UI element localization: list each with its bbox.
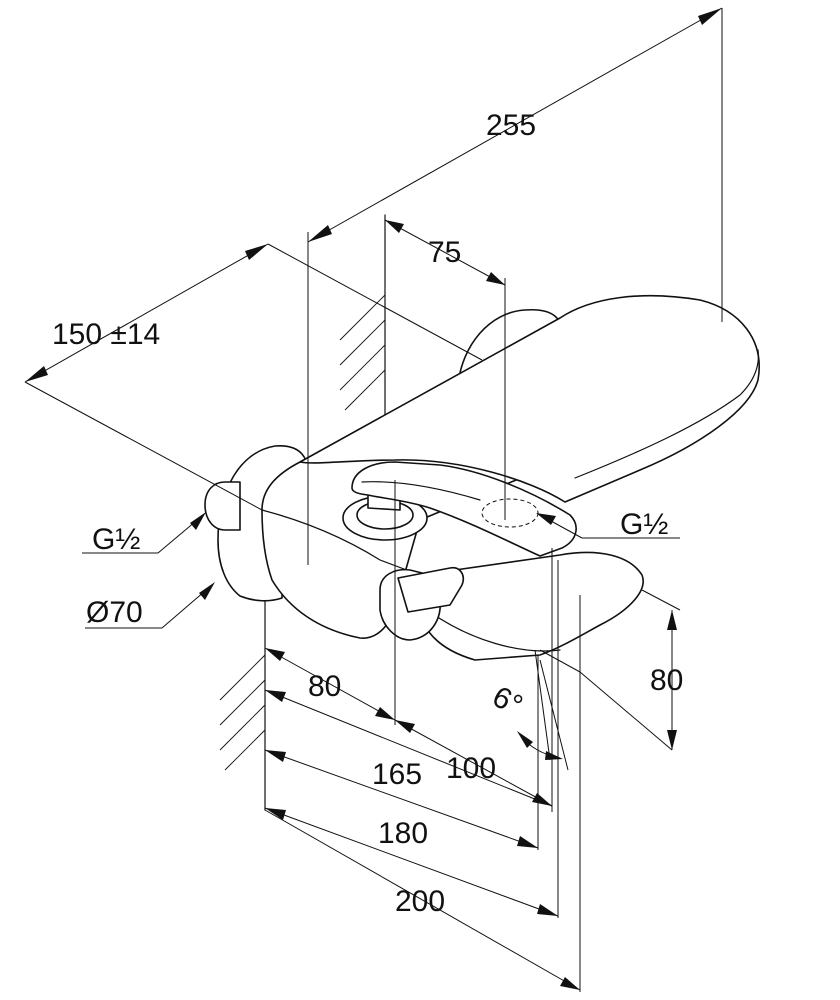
spout-lower [419, 551, 644, 661]
wall-hatch-lower [219, 599, 266, 811]
dimension-labels: 255 75 150 ±14 G½ G½ Ø70 80 6° 80 165 10… [52, 109, 683, 918]
dim-200: 200 [395, 885, 445, 918]
dim-height-80: 80 [650, 664, 683, 697]
dimension-lines [24, 7, 723, 992]
dim-diameter-70: Ø70 [86, 596, 143, 629]
dim-g-half-outlet: G½ [620, 508, 668, 541]
faucet-body [204, 294, 760, 661]
dim-g-half-inlet: G½ [92, 523, 140, 556]
dim-80-depth: 80 [308, 670, 341, 703]
dim-100: 100 [446, 752, 496, 785]
dim-75: 75 [428, 236, 461, 269]
dim-150-14: 150 ±14 [52, 318, 160, 351]
dim-angle-6: 6° [487, 680, 528, 723]
wall-hatch-upper [339, 214, 386, 431]
outlet-marker [481, 498, 539, 528]
lever-handle [351, 461, 577, 557]
spout-top [299, 294, 760, 503]
dim-255: 255 [486, 109, 536, 142]
inlet-thread [204, 481, 241, 531]
dim-165: 165 [372, 758, 422, 791]
dim-180: 180 [378, 817, 428, 850]
